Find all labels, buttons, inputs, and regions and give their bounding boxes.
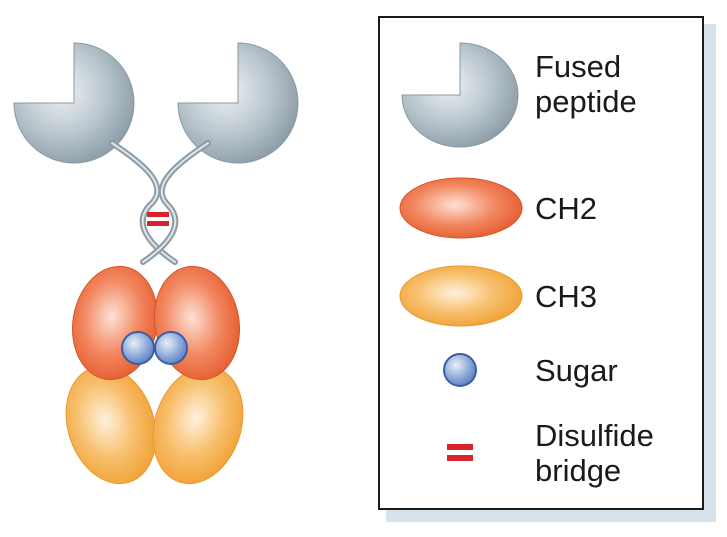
disulfide-bridge xyxy=(147,212,169,226)
hinge-strands xyxy=(109,140,211,265)
legend-label-line: Fused xyxy=(535,49,622,84)
legend-label-line: Sugar xyxy=(535,353,618,388)
legend-label-disulfide-bridge: Disulfide bridge xyxy=(535,418,654,488)
legend-label-line: CH3 xyxy=(535,279,598,314)
sugar-right xyxy=(154,331,188,365)
legend-label-ch3: CH3 xyxy=(535,279,597,314)
ch2-domain-right xyxy=(153,265,241,381)
legend-label-line: Disulfide xyxy=(535,418,654,453)
sugar-left xyxy=(121,331,155,365)
legend-label-sugar: Sugar xyxy=(535,353,618,388)
fused-peptide-right xyxy=(177,42,299,164)
legend-label-line: peptide xyxy=(535,84,637,119)
ch2-domain-left xyxy=(71,265,159,381)
legend-label-ch2: CH2 xyxy=(535,191,597,226)
legend-label-line: CH2 xyxy=(535,191,598,226)
legend-label-fused-peptide: Fused peptide xyxy=(535,49,637,119)
legend-label-line: bridge xyxy=(535,453,622,488)
